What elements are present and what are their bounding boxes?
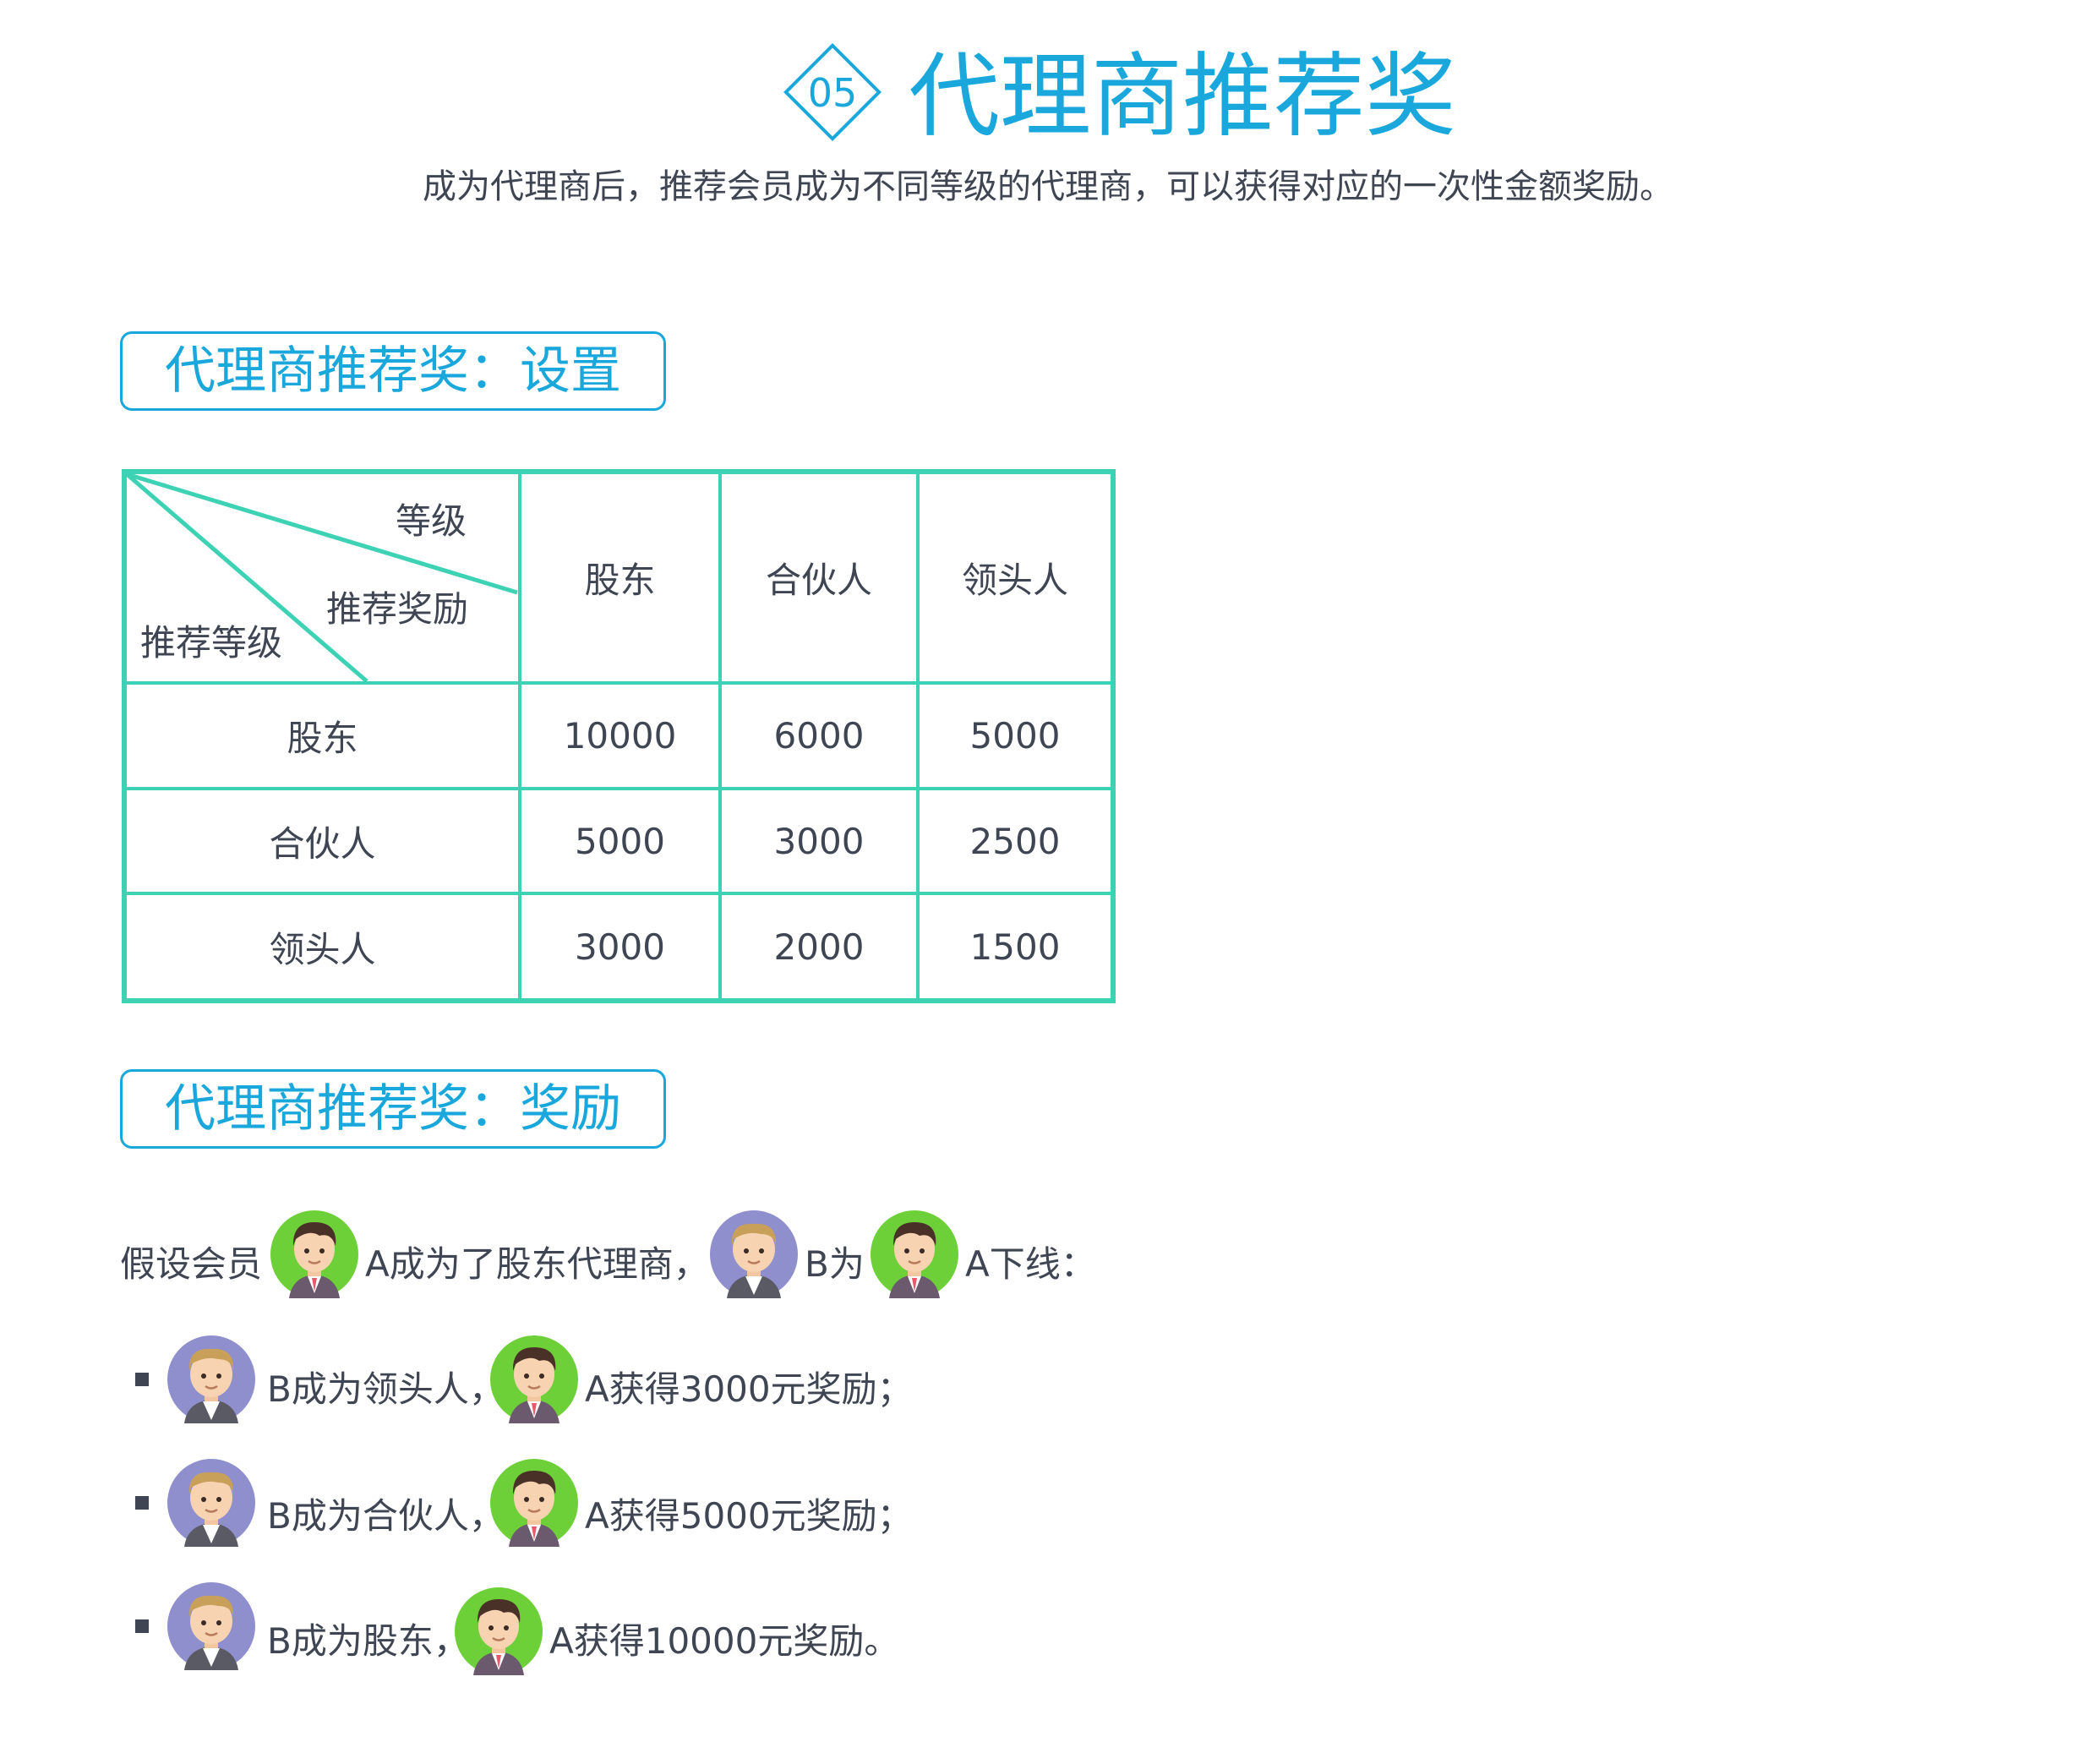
example-intro-text: A成为了股东代理商， (365, 1243, 709, 1285)
table-cell: 2000 (773, 926, 865, 968)
list-item-text: A获得3000元奖励； (585, 1368, 913, 1410)
section-heading-reward: 代理商推荐奖：奖励 (120, 1069, 666, 1149)
column-header-partner: 合伙人 (765, 560, 872, 601)
avatar-a-icon (871, 1210, 958, 1298)
example-intro-text: 假设会员 (120, 1243, 263, 1285)
page-header: 05 代理商推荐奖 (0, 42, 2096, 161)
corner-label-reward: 推荐奖励 (326, 588, 469, 630)
column-header-leader: 领头人 (961, 560, 1068, 601)
table-divider (718, 474, 722, 998)
example-intro-text: A下线： (965, 1243, 1096, 1285)
list-item-text: A获得10000元奖励。 (549, 1620, 900, 1662)
bullet-icon (135, 1619, 149, 1633)
table-cell: 2500 (969, 820, 1061, 862)
example-intro-text: B为 (805, 1243, 865, 1285)
bullet-icon (135, 1496, 149, 1510)
table-cell: 10000 (563, 715, 677, 756)
section-number: 05 (807, 70, 858, 116)
table-corner-diagonals (127, 474, 518, 683)
page-title: 代理商推荐奖 (909, 44, 1457, 150)
avatar-b-icon (167, 1459, 255, 1547)
avatar-b-icon (710, 1210, 798, 1298)
table-divider (127, 787, 1111, 790)
list-item-text: B成为领头人， (267, 1368, 505, 1410)
reward-table: 等级 推荐奖励 推荐等级 股东 合伙人 领头人 股东 10000 6000 50… (122, 469, 1116, 1003)
table-divider (916, 474, 920, 998)
table-cell: 3000 (575, 926, 665, 968)
bullet-icon (135, 1373, 149, 1386)
section-heading-setting: 代理商推荐奖：设置 (120, 331, 666, 411)
table-divider (127, 681, 1111, 685)
row-header-shareholder: 股东 (287, 718, 358, 759)
row-header-partner: 合伙人 (269, 822, 376, 865)
table-cell: 5000 (969, 715, 1061, 756)
list-item-text: A获得5000元奖励； (585, 1495, 913, 1537)
table-cell: 1500 (969, 926, 1061, 968)
table-divider (518, 474, 521, 998)
table-divider (127, 892, 1111, 895)
avatar-a-icon (490, 1459, 578, 1547)
corner-label-recommend-level: 推荐等级 (140, 622, 283, 664)
column-header-shareholder: 股东 (584, 560, 656, 601)
avatar-b-icon (167, 1335, 255, 1423)
row-header-leader: 领头人 (269, 928, 376, 970)
corner-label-level: 等级 (396, 500, 467, 542)
list-item-text: B成为合伙人， (267, 1495, 505, 1537)
avatar-a-icon (455, 1587, 543, 1675)
table-cell: 5000 (575, 820, 665, 862)
page-subtitle: 成为代理商后，推荐会员成为不同等级的代理商，可以获得对应的一次性金额奖励。 (423, 167, 1673, 206)
table-cell: 3000 (773, 820, 865, 862)
table-cell: 6000 (773, 715, 865, 756)
avatar-a-icon (490, 1335, 578, 1423)
list-item-text: B成为股东， (267, 1620, 469, 1662)
avatar-b-icon (167, 1582, 255, 1670)
avatar-a-icon (270, 1210, 358, 1298)
